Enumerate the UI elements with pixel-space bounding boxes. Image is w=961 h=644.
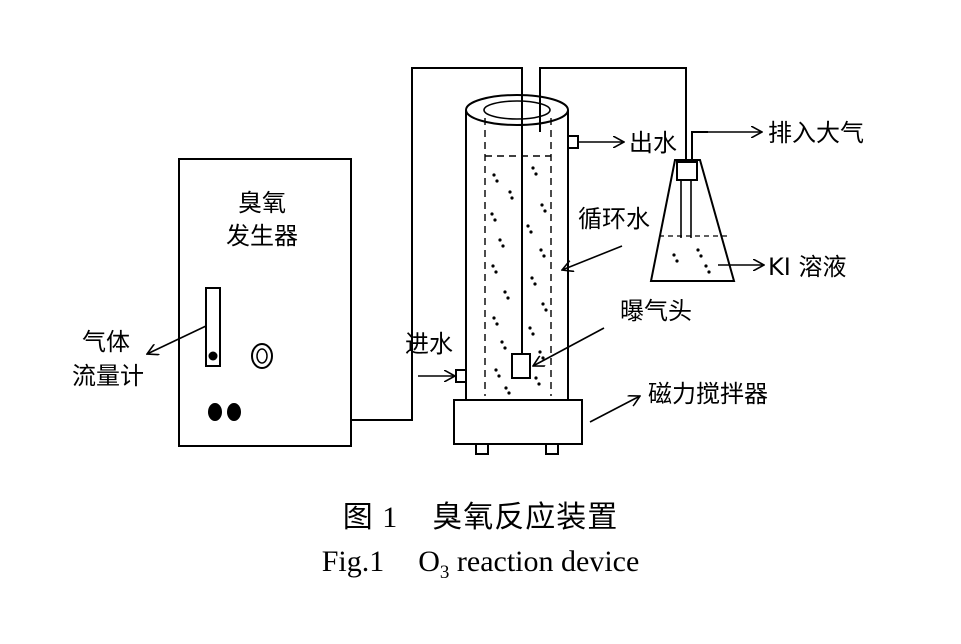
circulating-water-arrow bbox=[562, 245, 623, 270]
water-out-port bbox=[567, 135, 579, 149]
caption-cn-prefix: 图 1 bbox=[342, 501, 399, 534]
aerator-arrow bbox=[533, 327, 605, 366]
flowmeter-arrow bbox=[147, 325, 207, 354]
aerator-label: 曝气头 bbox=[620, 297, 692, 325]
gas-flowmeter bbox=[205, 287, 221, 367]
generator-label-line1: 臭氧 bbox=[238, 189, 286, 217]
indicator-lights bbox=[208, 403, 241, 421]
aerator-head bbox=[511, 353, 531, 379]
magnetic-stirrer bbox=[453, 399, 583, 455]
water-in-label: 进水 bbox=[405, 330, 453, 358]
caption-cn-title: 臭氧反应装置 bbox=[432, 501, 619, 534]
ozone-generator: 臭氧 发生器 bbox=[178, 158, 352, 447]
water-out-label: 出水 bbox=[629, 129, 677, 157]
apparatus-diagram: 臭氧 发生器 气体 流量计 bbox=[72, 67, 864, 455]
generator-label-line2: 发生器 bbox=[226, 222, 298, 250]
knob-icon bbox=[251, 343, 273, 369]
water-in-port bbox=[455, 369, 467, 383]
stirrer-arrow bbox=[589, 396, 640, 423]
flowmeter-label-line2: 流量计 bbox=[72, 362, 144, 390]
circulating-water-label: 循环水 bbox=[578, 205, 650, 233]
gas-inlet-tube bbox=[351, 67, 523, 421]
caption-en-o: O bbox=[418, 545, 440, 578]
ki-solution-label: KI 溶液 bbox=[768, 253, 846, 281]
caption-en-rest: reaction device bbox=[449, 545, 640, 578]
reaction-column bbox=[465, 94, 569, 400]
ki-flask bbox=[649, 131, 736, 282]
gas-outlet-tube bbox=[539, 67, 687, 162]
caption-en-prefix: Fig.1 bbox=[321, 545, 385, 578]
caption-en-subscript: 3 bbox=[439, 562, 450, 583]
caption-chinese: 图 1 臭氧反应装置 bbox=[0, 492, 961, 536]
flowmeter-label-line1: 气体 bbox=[82, 328, 130, 356]
stirrer-label: 磁力搅拌器 bbox=[648, 380, 768, 408]
caption-english: Fig.1 O3 reaction device bbox=[0, 545, 961, 584]
exhaust-label: 排入大气 bbox=[768, 119, 864, 147]
